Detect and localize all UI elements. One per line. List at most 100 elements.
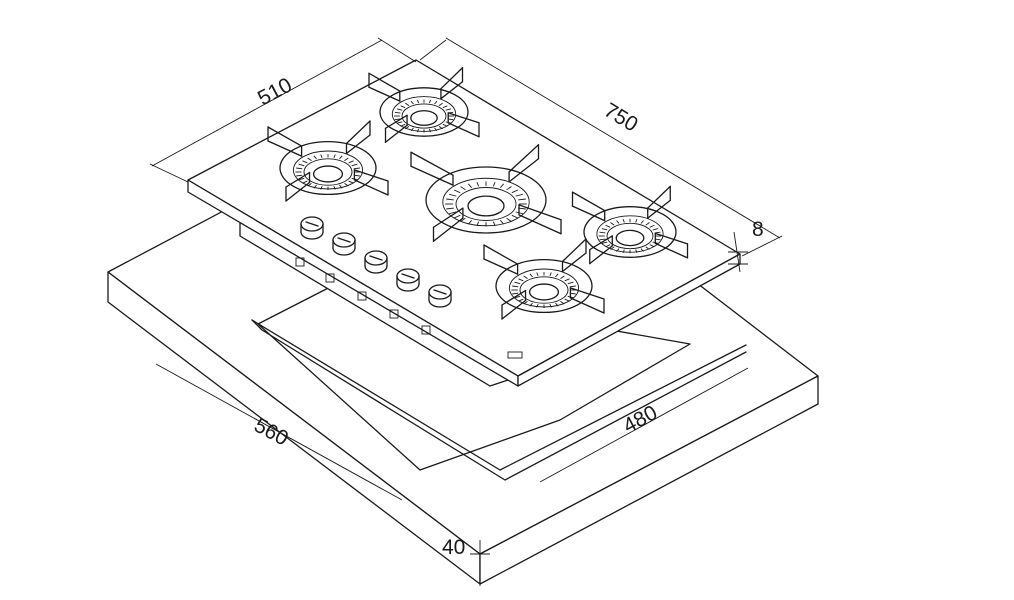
burner-port [296,174,303,177]
burner-port [333,185,336,190]
burner-port [453,189,461,194]
dim-510-ext [149,163,189,183]
burner-1 [368,67,480,143]
pan-support-arm [432,217,464,242]
pan-support-arm [384,124,408,143]
pan-support-arm [569,297,605,314]
dim-750-ext [419,39,447,61]
burner-port [307,182,312,187]
burner-port [438,126,443,130]
burner-port [460,217,466,222]
pan-support-arm [285,181,311,202]
cutout-edge-inner [251,319,747,481]
burner-port [645,222,650,226]
burner-port [518,198,526,201]
burner-port [400,105,406,109]
burner-port [442,123,448,127]
burner-ring-middle [303,158,353,186]
hob-unit [187,59,741,387]
burner-port [396,121,403,124]
burner-grate-ring [379,87,469,137]
burner-port [549,303,552,308]
connector [389,309,399,319]
label-worktop-thickness: 40 [442,536,465,559]
burner-port [514,281,521,285]
burner-port [302,160,308,164]
burner-port [622,249,625,253]
pan-support-arm [501,299,527,320]
burner-port [405,126,410,130]
burner-ring-middle [455,187,517,221]
burner-port [446,207,454,210]
burner-port [560,275,565,280]
burner-port [529,302,533,307]
pan-support-arm [647,199,671,219]
knob-indicator [305,221,319,227]
knob-top [332,232,356,248]
burner-port [555,273,559,278]
pan-support-top [410,151,454,176]
pan-support-top [440,67,464,90]
burner-port [339,184,343,189]
knob-4 [396,268,420,292]
pan-support-top [501,289,527,306]
burner-port [511,189,519,194]
burner-port [518,298,524,302]
burner-port [518,278,524,282]
burner-port [416,99,420,104]
burner-ring-middle [519,276,569,304]
burner-port [428,128,432,133]
burner-port [428,99,432,104]
brand-badge [507,351,523,359]
burner-port [605,224,611,228]
pan-support-arm [440,81,464,100]
label-hob-depth: 510 [254,74,296,111]
knob-5 [428,284,452,308]
burner-port [549,272,552,277]
knob-indicator [369,255,383,261]
burner-port [410,100,414,105]
burner-port [476,221,480,227]
burner-port [610,246,615,250]
burner-port [298,163,305,167]
pan-support-arm [561,252,587,273]
knob-indicator [337,237,351,243]
burner-port [467,183,473,188]
burner-port [353,167,360,170]
burner-ring-middle [606,222,654,250]
burner-port [453,214,461,219]
burner-port [396,108,403,111]
burner-port [640,248,644,252]
burner-port [476,181,480,187]
dim-480-line [539,367,749,483]
connector [421,325,431,335]
pan-support-arm [410,165,454,186]
connector [295,257,305,267]
pan-support-top [447,112,480,124]
dim-510-line [151,39,383,167]
burner-port [344,182,349,187]
pan-support-arm [267,140,303,157]
cutout-edge-front [251,319,747,471]
pan-support-top [353,169,389,182]
dim-560-line [155,363,403,501]
pan-support-top [518,204,562,221]
burner-port [492,181,496,187]
burner-port [339,155,343,160]
pan-support-arm [654,242,689,259]
pan-support-arm [571,205,606,222]
pan-support-top [368,72,401,92]
burner-port [434,127,438,132]
burner-port [601,228,608,231]
burner-grate-ring [583,206,677,258]
knob-2 [332,232,356,256]
burner-port [446,198,454,201]
burner-port [645,246,650,250]
pan-support-arm [353,179,389,196]
burner-port [649,224,655,228]
burner-port [344,157,349,162]
burner-port [529,273,533,278]
dim-750-ext [741,235,783,257]
pan-support-top [508,144,540,173]
